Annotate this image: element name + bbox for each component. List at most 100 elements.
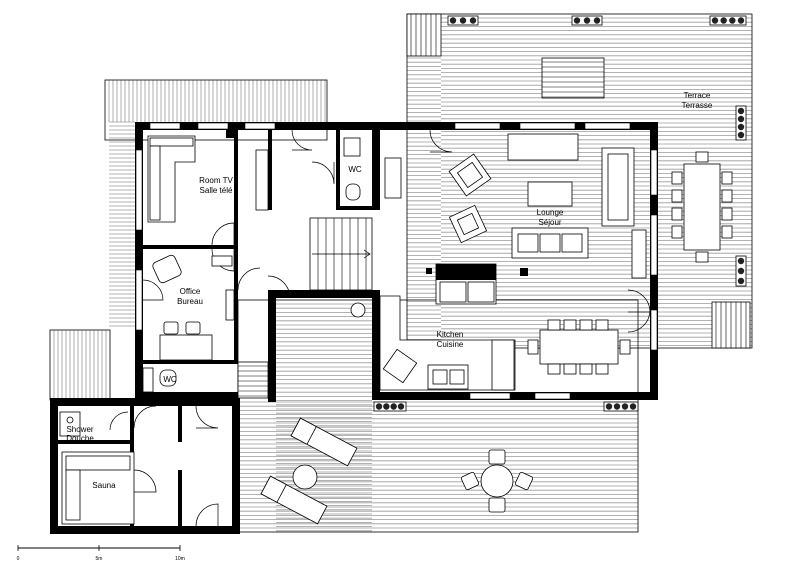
plant xyxy=(737,17,745,24)
lower-balcony-outline xyxy=(49,329,111,401)
plant xyxy=(729,17,736,24)
dining-chair xyxy=(547,363,561,375)
plant xyxy=(449,17,457,24)
plant xyxy=(737,277,745,285)
terrace-chair xyxy=(721,171,733,185)
sauna-benches xyxy=(61,451,135,525)
plant xyxy=(613,403,621,410)
office-cabinet xyxy=(225,289,235,321)
planter-box xyxy=(709,15,747,26)
terrace-steps-right xyxy=(711,301,751,349)
lounge-label: Lounge xyxy=(537,208,564,217)
sun-lounger-1 xyxy=(290,417,358,467)
kitchen-label-fr: Cuisine xyxy=(437,340,464,349)
lounge-sofa-top xyxy=(507,133,579,161)
plant xyxy=(629,403,637,410)
planter-box xyxy=(603,401,639,412)
plant xyxy=(711,17,719,24)
room-tv-label: Room TV xyxy=(199,176,233,185)
plant xyxy=(737,123,745,131)
terrace-chair xyxy=(671,171,683,185)
plant xyxy=(720,17,727,24)
terrace-label-fr: Terrasse xyxy=(682,101,713,110)
lounge-armchair-2 xyxy=(448,204,488,244)
office-label: Office xyxy=(180,287,201,296)
terrace-label: Terrace xyxy=(684,91,711,100)
terrace-chair xyxy=(721,225,733,239)
shower-label-fr: Douche xyxy=(66,434,94,443)
dining-chair xyxy=(563,319,577,331)
plant xyxy=(737,267,745,275)
wc-lower-label: WC xyxy=(163,375,177,384)
planter-box xyxy=(735,105,747,141)
wc-upper-label: WC xyxy=(348,165,362,174)
terrace-dining-table xyxy=(671,151,733,263)
plant xyxy=(621,403,629,410)
plant xyxy=(737,131,745,139)
planter-box xyxy=(373,401,407,412)
terrace-chair xyxy=(671,207,683,221)
room-tv-label-fr: Salle télé xyxy=(200,186,233,195)
terrace-steps-left xyxy=(406,13,442,57)
lounge-sofa-right xyxy=(601,147,635,227)
plant xyxy=(737,107,745,115)
coffee-table xyxy=(527,181,573,207)
kitchen-corner-unit xyxy=(382,348,418,384)
dining-chair xyxy=(579,319,593,331)
tv-cabinet xyxy=(255,149,269,211)
office-desk xyxy=(159,321,213,361)
shower-label: Shower xyxy=(66,425,93,434)
terrace-chair xyxy=(721,189,733,203)
fireplace xyxy=(520,268,528,276)
plant xyxy=(459,17,467,24)
terrace-chair xyxy=(695,251,709,263)
terrace-chair xyxy=(721,207,733,221)
lounge-sideboard xyxy=(631,229,647,279)
doors xyxy=(109,129,651,527)
sauna-label: Sauna xyxy=(92,481,116,490)
plant xyxy=(469,17,477,24)
plant xyxy=(583,17,591,24)
wc-upper-fixtures xyxy=(343,137,402,201)
scale-end: 10m xyxy=(175,556,185,562)
plant xyxy=(375,403,383,410)
dining-table-indoor xyxy=(527,319,631,375)
shower-tray xyxy=(59,411,81,437)
terrace-planters xyxy=(373,15,747,412)
plant xyxy=(573,17,581,24)
plant xyxy=(383,403,390,410)
patio-decking-bottom xyxy=(240,303,638,532)
scale-start: 0 xyxy=(17,556,20,562)
plant xyxy=(605,403,613,410)
dining-chair xyxy=(595,319,609,331)
terrace-steps-top xyxy=(541,57,605,99)
potted-plant xyxy=(350,302,366,318)
terrace-chair xyxy=(671,189,683,203)
scale-mid: 5m xyxy=(96,556,103,562)
dining-chair xyxy=(595,363,609,375)
interior-staircase xyxy=(309,217,373,291)
patio-round-table xyxy=(460,449,534,513)
wc-lower-fixtures xyxy=(142,367,177,393)
kitchen-island xyxy=(491,339,515,391)
plant xyxy=(397,403,405,410)
terrace-chair xyxy=(671,225,683,239)
balcony-decking-upper-left xyxy=(108,80,326,327)
dining-chair xyxy=(563,363,577,375)
dining-chair xyxy=(619,339,631,355)
lounge-label-fr: Séjour xyxy=(538,218,561,227)
plant xyxy=(390,403,397,410)
office-armchair xyxy=(152,254,182,284)
office-shelf xyxy=(211,255,233,267)
small-staircase xyxy=(237,361,269,399)
balcony-decking-lower-left xyxy=(53,330,107,398)
lounge-sofa-facing-fire xyxy=(426,263,497,305)
lounge-armchair-1 xyxy=(448,153,492,197)
tv-room-sofa xyxy=(147,135,196,223)
sun-lounger-2 xyxy=(260,475,328,525)
scale-bar: 0 5m 10m xyxy=(17,545,185,562)
side-table xyxy=(292,464,318,490)
dining-chair xyxy=(547,319,561,331)
kitchen-label: Kitchen xyxy=(437,330,464,339)
